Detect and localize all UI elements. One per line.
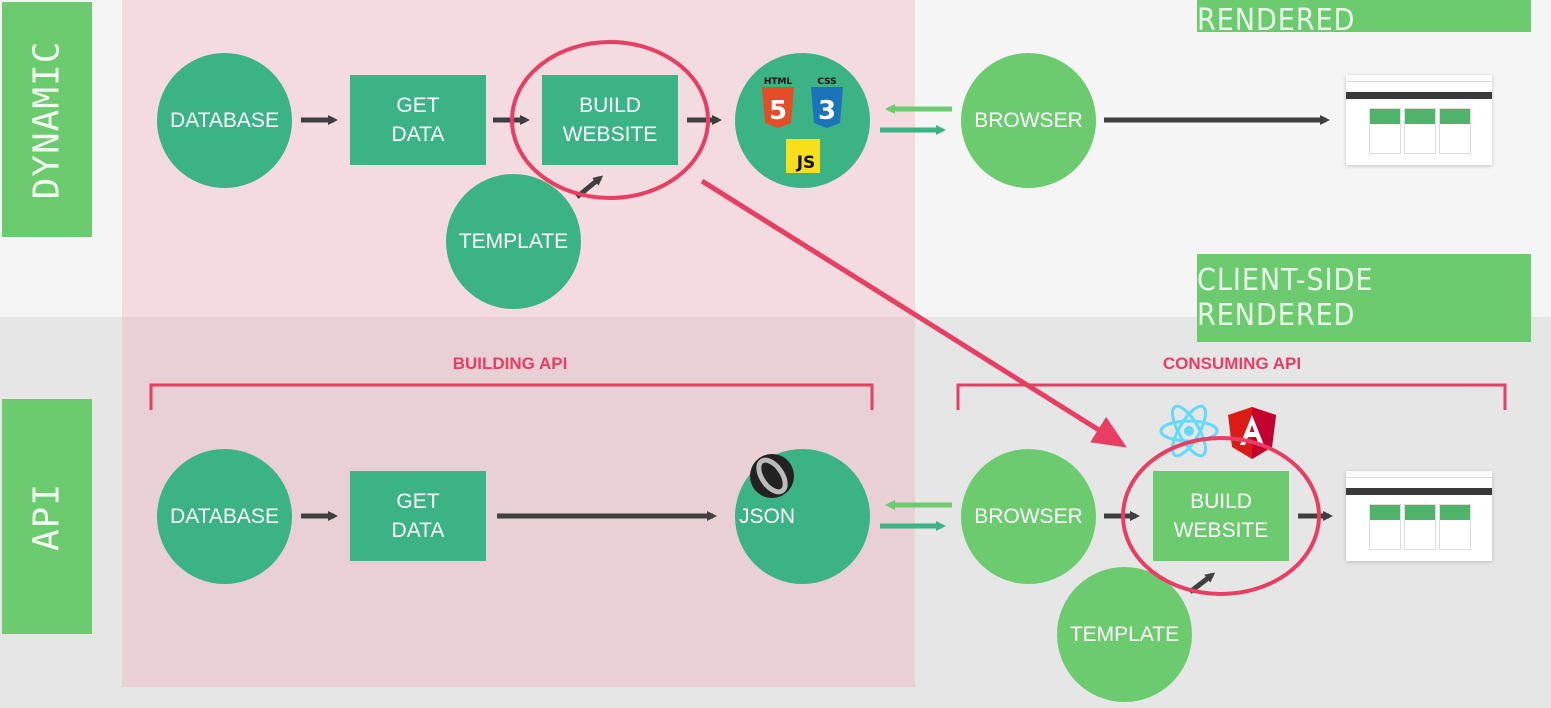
frontend-output-node: HTML 5 CSS 3 JS <box>735 53 870 188</box>
top-template-label: TEMPLATE <box>458 229 569 253</box>
js-icon: JS <box>786 139 820 173</box>
svg-text:HTML: HTML <box>764 77 793 87</box>
client-side-tag: CLIENT-SIDE RENDERED <box>1197 254 1531 342</box>
bottom-build-website-node: BUILD WEBSITE <box>1153 471 1289 561</box>
consuming-api-label: CONSUMING API <box>1162 354 1302 373</box>
server-side-tag-text: SERVER-SIDE RENDERED <box>1197 0 1384 38</box>
top-get-data-node: GET DATA <box>350 75 486 165</box>
top-build-website-label: BUILD WEBSITE <box>562 94 658 146</box>
browser-thumbnail <box>1346 471 1492 561</box>
thumb-card <box>1404 504 1436 550</box>
thumb-card <box>1404 108 1436 154</box>
bottom-browser-node: BROWSER <box>961 449 1096 584</box>
dynamic-row-label: DYNAMIC <box>2 2 92 237</box>
bottom-get-data-label: GET DATA <box>391 490 445 542</box>
top-browser-node: BROWSER <box>961 53 1096 188</box>
tech-icons: HTML 5 CSS 3 JS <box>762 77 843 173</box>
json-icon <box>750 454 794 498</box>
browser-thumbnail <box>1346 75 1492 165</box>
building-api-bracket <box>149 383 874 410</box>
bottom-database-label: DATABASE <box>170 504 279 528</box>
bottom-browser-label: BROWSER <box>974 504 1083 528</box>
svg-text:3: 3 <box>818 96 836 126</box>
api-row-label: API <box>2 399 92 634</box>
thumb-nav <box>1346 92 1492 99</box>
thumb-tabbar <box>1346 471 1492 478</box>
thumb-card <box>1439 504 1471 550</box>
top-database-node: DATABASE <box>157 53 292 188</box>
top-template-node: TEMPLATE <box>446 174 581 309</box>
json-node: JSON <box>735 449 870 584</box>
client-side-tag-text: CLIENT-SIDE RENDERED <box>1197 263 1374 333</box>
bottom-get-data-node: GET DATA <box>350 471 486 561</box>
thumb-tabbar <box>1346 75 1492 82</box>
svg-text:JS: JS <box>796 153 816 173</box>
move-build-arrow <box>700 178 1127 448</box>
thumb-card <box>1439 108 1471 154</box>
top-build-website-node: BUILD WEBSITE <box>542 75 678 165</box>
html5-icon: HTML 5 <box>762 77 794 128</box>
css3-icon: CSS 3 <box>811 77 843 128</box>
svg-text:5: 5 <box>769 96 787 126</box>
thumb-card <box>1369 504 1401 550</box>
building-api-label: BUILDING API <box>452 354 568 373</box>
top-build-highlight <box>510 40 710 200</box>
bottom-database-node: DATABASE <box>157 449 292 584</box>
thumb-card <box>1369 108 1401 154</box>
bottom-build-highlight <box>1121 436 1321 596</box>
top-browser-label: BROWSER <box>974 108 1083 132</box>
top-database-label: DATABASE <box>170 108 279 132</box>
thumb-nav <box>1346 488 1492 495</box>
consuming-api-bracket <box>956 383 1507 410</box>
json-label: JSON <box>739 504 796 528</box>
bottom-template-node: TEMPLATE <box>1057 567 1192 702</box>
svg-text:CSS: CSS <box>817 77 836 87</box>
top-get-data-label: GET DATA <box>391 94 445 146</box>
bottom-template-label: TEMPLATE <box>1069 622 1180 646</box>
bottom-build-website-label: BUILD WEBSITE <box>1173 490 1269 542</box>
server-side-tag: SERVER-SIDE RENDERED <box>1197 0 1531 38</box>
